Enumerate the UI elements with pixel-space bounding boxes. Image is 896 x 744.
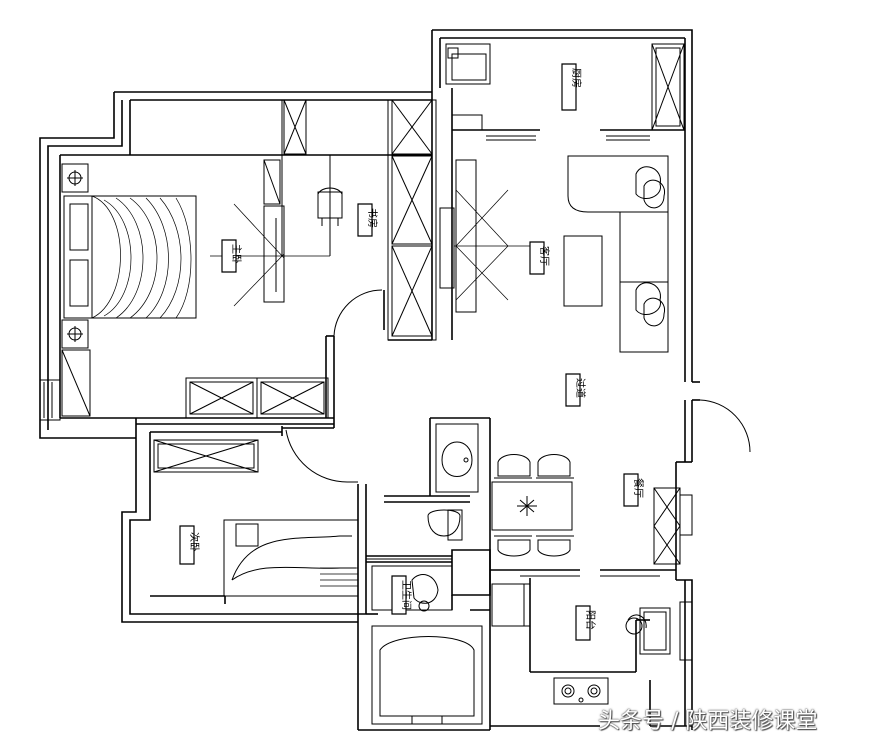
svg-text:主卧: 主卧 xyxy=(230,244,243,264)
study-furniture xyxy=(282,100,436,340)
watermark: 头条号 / 陕西装修课堂 xyxy=(598,709,818,734)
walls xyxy=(40,30,700,730)
svg-text:卫生间: 卫生间 xyxy=(400,580,413,610)
room-label-corridor: 过道 xyxy=(566,374,587,406)
second-bedroom-furniture xyxy=(154,440,358,596)
room-label-study: 书房 xyxy=(358,204,379,236)
dining-furniture xyxy=(492,455,680,565)
room-label-second-bedroom: 次卧 xyxy=(180,526,201,564)
master-bedroom-furniture xyxy=(62,160,330,418)
kitchen-fixtures xyxy=(446,44,684,130)
room-label-kitchen: 厨房 xyxy=(562,64,583,110)
svg-text:客厅: 客厅 xyxy=(538,246,551,266)
svg-text:阳台: 阳台 xyxy=(584,610,597,630)
room-label-master-bedroom: 主卧 xyxy=(222,240,243,272)
room-labels: 厨房 客厅 主卧 书房 过道 次卧 餐厅 卫生间 xyxy=(180,64,645,640)
svg-text:书房: 书房 xyxy=(366,208,379,228)
room-label-balcony: 阳台 xyxy=(576,606,597,640)
svg-text:次卧: 次卧 xyxy=(188,532,201,552)
living-room-furniture xyxy=(440,156,668,352)
svg-text:厨房: 厨房 xyxy=(570,68,583,88)
room-label-dining-room: 餐厅 xyxy=(624,474,645,506)
kitchen-2-fixtures xyxy=(492,584,670,704)
room-label-living-room: 客厅 xyxy=(530,242,551,274)
room-label-bathroom: 卫生间 xyxy=(392,576,413,614)
svg-text:餐厅: 餐厅 xyxy=(632,478,645,498)
svg-text:过道: 过道 xyxy=(574,378,587,398)
bathroom-fixtures xyxy=(372,424,482,724)
door-swings xyxy=(286,290,750,482)
